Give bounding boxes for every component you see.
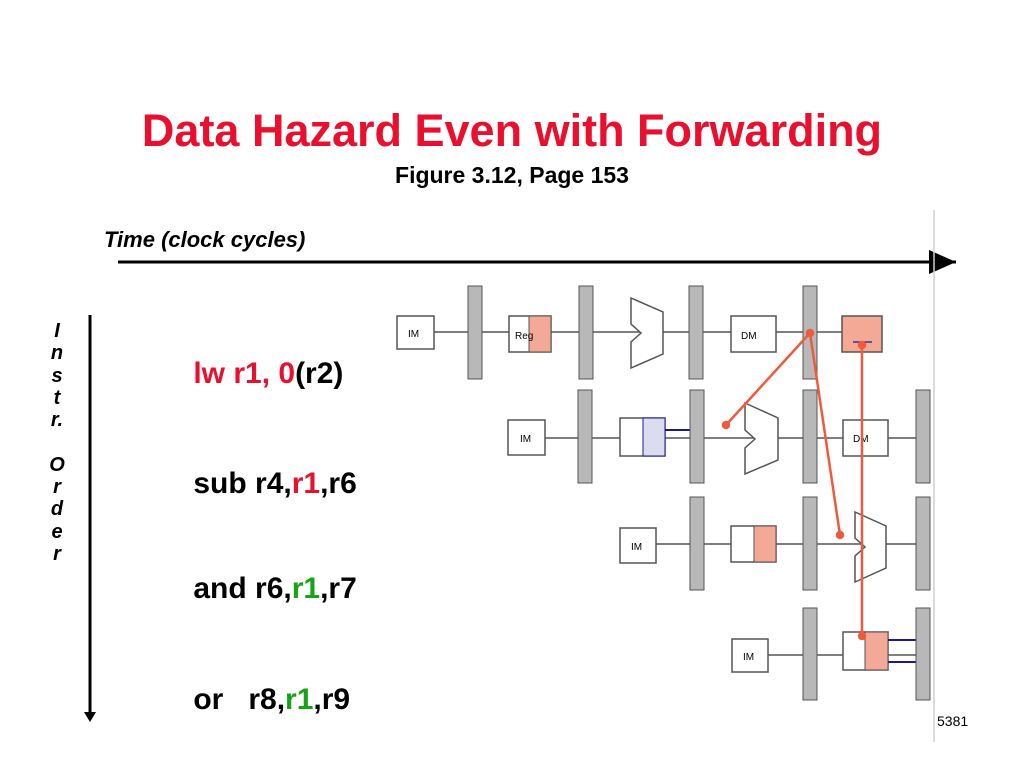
alu-shape [630,296,664,370]
vertical-letter: e [51,520,63,543]
vertical-letter: r [53,542,61,565]
pipeline-latch [689,496,705,591]
im-box [731,638,769,673]
pipeline-latch [577,389,593,484]
im-label: IM [743,652,754,663]
instruction-part: ,r7 [320,572,357,605]
instruction-part: ,r6 [320,467,357,500]
pipeline-latch [689,389,705,484]
instruction-and: and r6,r1,r7 [160,535,357,643]
pipeline-latch [915,496,931,591]
pipeline-latch [688,285,704,380]
im-label: IM [631,542,642,553]
instruction-order-arrowhead [84,712,96,722]
instruction-part: (r2) [295,357,344,390]
instruction-sub: sub r4,r1,r6 [160,430,357,538]
pipeline-latch [802,607,818,701]
vertical-letter: O [49,453,65,476]
vertical-letter: d [50,498,64,521]
dm-box [842,419,889,457]
pipeline-latch [802,389,818,484]
instruction-or: or r8,r1,r9 [160,646,350,754]
vertical-letter: I [54,320,60,342]
pipeline-row-or: IM [731,607,931,701]
pipeline-latch [578,285,594,380]
instruction-part: or r8, [193,683,286,716]
forwarding-paths [721,328,867,641]
pipeline-latch [915,389,931,484]
forward-to-and-alu [808,332,842,536]
dm-label: DM [741,331,757,342]
im-box [619,527,657,564]
instruction-part: r1 [285,683,314,716]
slide-subtitle: Figure 3.12, Page 153 [395,162,629,188]
time-axis-label: Time (clock cycles) [104,227,306,252]
instruction-lw: lw r1, 0(r2) [160,320,343,428]
alu-shape [854,510,887,584]
reg-label: Reg [515,331,533,342]
im-box [507,419,546,456]
slide-title: Data Hazard Even with Forwarding [141,105,883,156]
pipeline-row-sub: IM DM [507,389,931,484]
im-label: IM [408,329,419,340]
pipeline-latch [802,496,818,591]
forward-to-sub-alu [725,332,811,426]
instruction-part: ,r9 [313,683,351,716]
slide-number: 5381 [937,713,969,729]
instruction-part: lw r1, 0 [193,357,296,390]
vertical-letter: s [51,364,63,387]
vertical-letter: n [50,342,64,365]
im-box [396,315,435,350]
instruction-part: r1 [291,467,321,500]
vertical-letter: r [53,476,61,499]
pipeline-row-lw: IM Reg DM [396,285,883,380]
alu-shape [744,401,779,476]
pipeline-latch [915,607,931,701]
im-label: IM [520,434,531,445]
instruction-order-label: I n s t r. O r d e r [42,320,72,565]
instruction-part: r1 [291,572,321,605]
dm-box [730,315,777,353]
instruction-part: sub r4, [193,467,292,500]
vertical-letter: t [53,386,61,409]
vertical-letter: r. [50,409,64,432]
pipeline-latch [467,285,483,380]
pipeline-row-and: IM [619,496,931,591]
instruction-part: and r6, [193,572,292,605]
